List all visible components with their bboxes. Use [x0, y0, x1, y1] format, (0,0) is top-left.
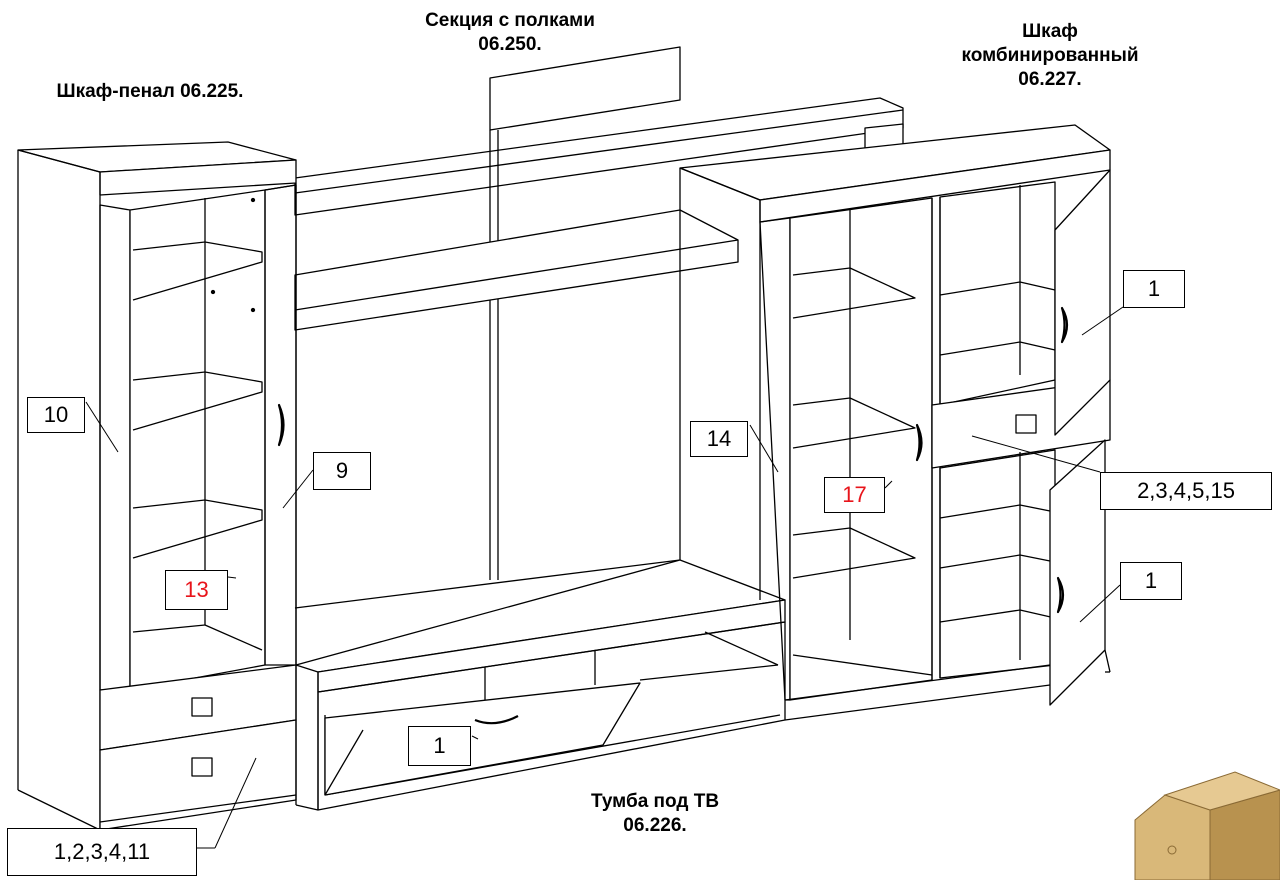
leader-lines	[86, 307, 1123, 848]
glass-door-handle	[917, 425, 922, 460]
right-upper-door-open	[1055, 170, 1110, 435]
title-tall-cabinet: Шкаф-пенал 06.225.	[56, 81, 244, 102]
middle-shelf-board	[295, 210, 738, 330]
drawer-knob-lower	[192, 758, 212, 776]
tv-stand-06-226	[296, 560, 785, 810]
right-lower-shelves	[940, 450, 1055, 678]
left-door-frame	[265, 185, 296, 665]
tall-cabinet-06-225	[18, 142, 296, 830]
drawer-knob-upper	[192, 698, 212, 716]
callout-1-tv-flap: 1	[408, 726, 471, 766]
callout-17: 17	[824, 477, 885, 513]
title-shelf-section: Секция с полками 06.250.	[425, 10, 595, 55]
title-tv-stand: Тумба под ТВ 06.226.	[590, 791, 720, 836]
tv-flap-handle	[475, 716, 518, 723]
left-glass-door	[130, 190, 265, 690]
wood-sample-corner	[1135, 772, 1280, 880]
top-shelf-board	[295, 98, 903, 215]
combined-cabinet-06-227	[680, 125, 1110, 720]
callout-1-2-3-4-11: 1,2,3,4,11	[7, 828, 197, 876]
tv-stand-flap-door	[325, 683, 640, 795]
right-open-shelves	[940, 182, 1055, 405]
callout-14: 14	[690, 421, 748, 457]
back-top-board	[490, 47, 680, 130]
callout-13: 13	[165, 570, 228, 610]
drawer-knob-right	[1016, 415, 1036, 433]
callout-9: 9	[313, 452, 371, 490]
title-combined-cabinet: Шкаф комбинированный 06.227.	[961, 21, 1139, 90]
right-lower-door-open	[1050, 440, 1105, 705]
callout-10: 10	[27, 397, 85, 433]
callout-1-top-door: 1	[1123, 270, 1185, 308]
callout-2-3-4-5-15: 2,3,4,5,15	[1100, 472, 1272, 510]
callout-1-bottom-door: 1	[1120, 562, 1182, 600]
left-door-handle	[279, 405, 284, 445]
